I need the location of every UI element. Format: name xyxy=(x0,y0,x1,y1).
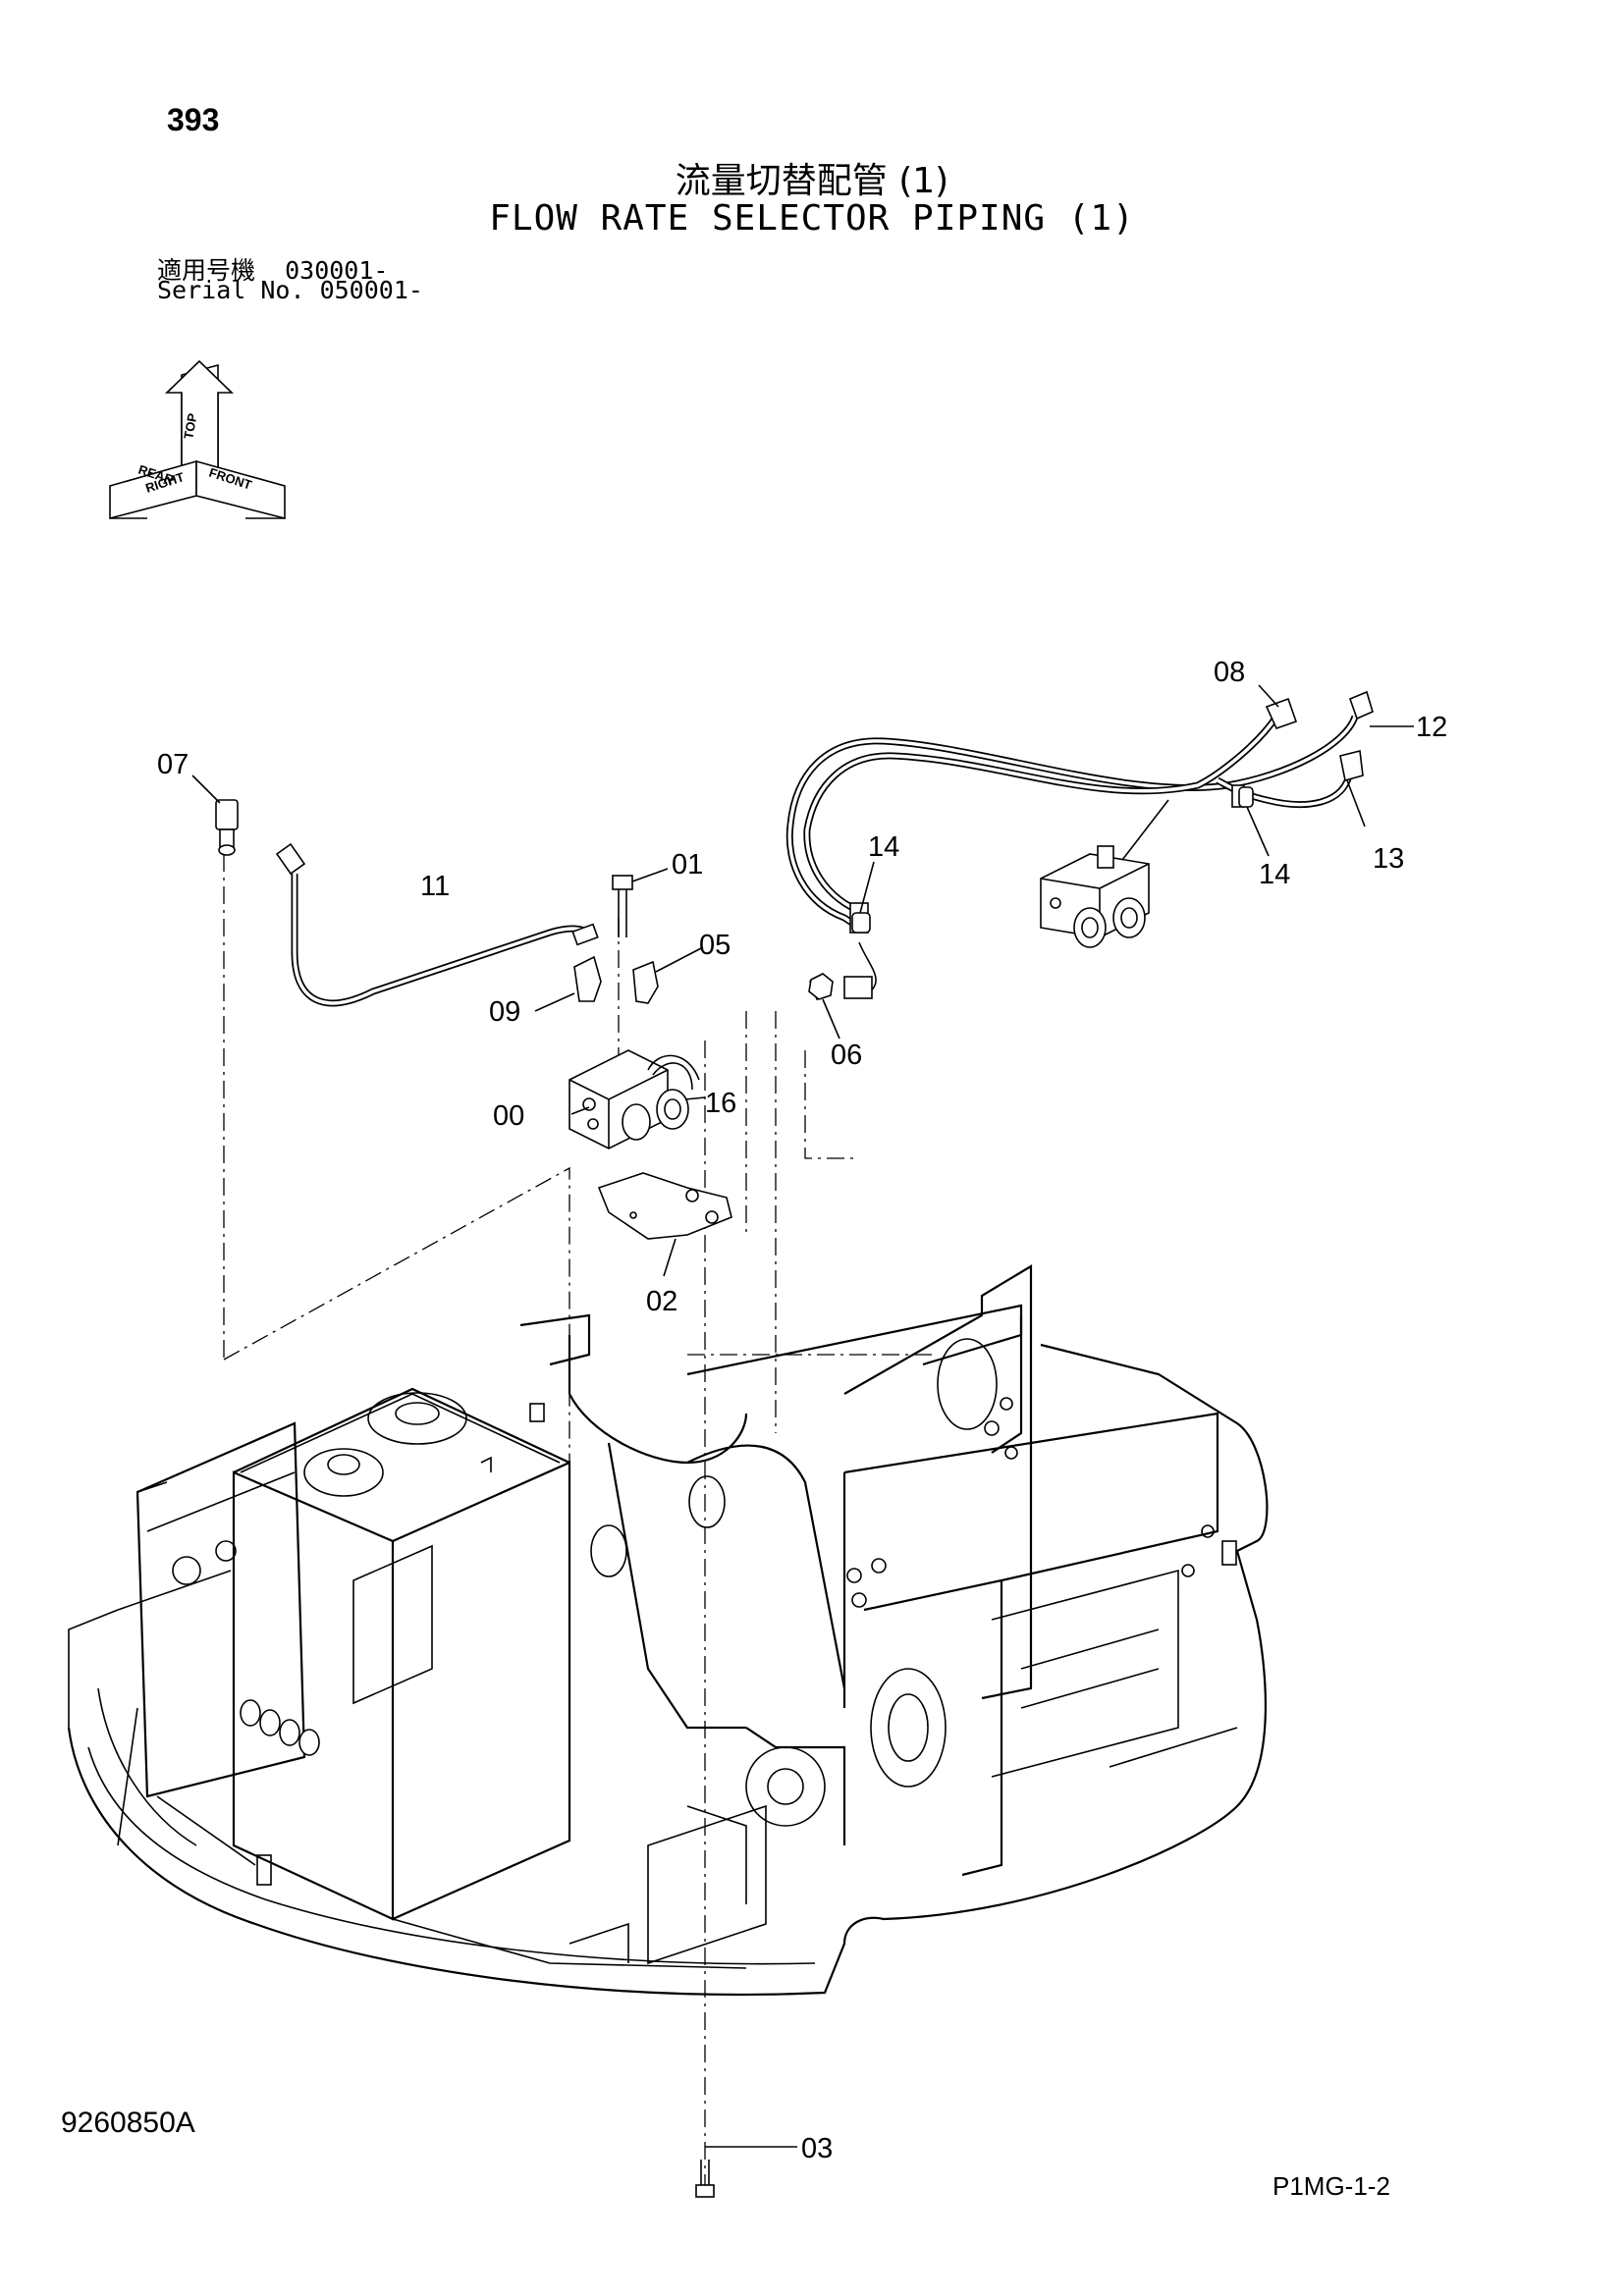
callout-leaders xyxy=(191,684,1414,2148)
orientation-marker: TOP REAR FRONT RIGHT xyxy=(109,359,286,520)
clamp-14-right xyxy=(1238,786,1254,808)
callout-16: 16 xyxy=(705,1088,736,1119)
callout-12: 12 xyxy=(1416,712,1447,743)
callout-13: 13 xyxy=(1373,843,1404,875)
page-number: 393 xyxy=(167,102,220,137)
serial-applicability-en: Serial No. 050001- xyxy=(157,276,423,304)
nut-06 xyxy=(808,973,834,1000)
title-japanese: 流量切替配管 (1) xyxy=(675,161,949,201)
elbow-09 xyxy=(573,955,602,1002)
bolt-03 xyxy=(695,2160,715,2198)
plate-02 xyxy=(597,1172,732,1240)
fitting-07 xyxy=(215,799,239,856)
callout-03: 03 xyxy=(801,2133,833,2164)
callout-11: 11 xyxy=(420,871,450,902)
upperstructure-frame xyxy=(67,1264,1269,1997)
callout-07: 07 xyxy=(157,749,189,780)
page-code: P1MG-1-2 xyxy=(1272,2171,1390,2201)
callout-00: 00 xyxy=(493,1100,524,1132)
drawing-number: 9260850A xyxy=(61,2107,195,2139)
bolt-01 xyxy=(612,875,633,937)
title-english: FLOW RATE SELECTOR PIPING (1) xyxy=(489,198,1135,239)
serial-applicability-jp: 適用号機 030001- xyxy=(157,256,389,285)
callout-02: 02 xyxy=(646,1286,677,1317)
solenoid-valve-00 xyxy=(568,1049,700,1149)
callout-01: 01 xyxy=(672,849,703,881)
callout-06: 06 xyxy=(831,1040,862,1071)
callout-08: 08 xyxy=(1214,657,1245,688)
hose-11 xyxy=(275,842,599,1007)
elbow-05 xyxy=(632,960,659,1004)
callout-05: 05 xyxy=(699,930,731,961)
pilot-valve xyxy=(1040,845,1150,948)
orientation-top-label: TOP xyxy=(181,412,199,441)
callout-14-left: 14 xyxy=(868,831,899,863)
clamp-14-left xyxy=(851,912,871,934)
callout-09: 09 xyxy=(489,996,520,1028)
callout-14-right: 14 xyxy=(1259,859,1290,890)
